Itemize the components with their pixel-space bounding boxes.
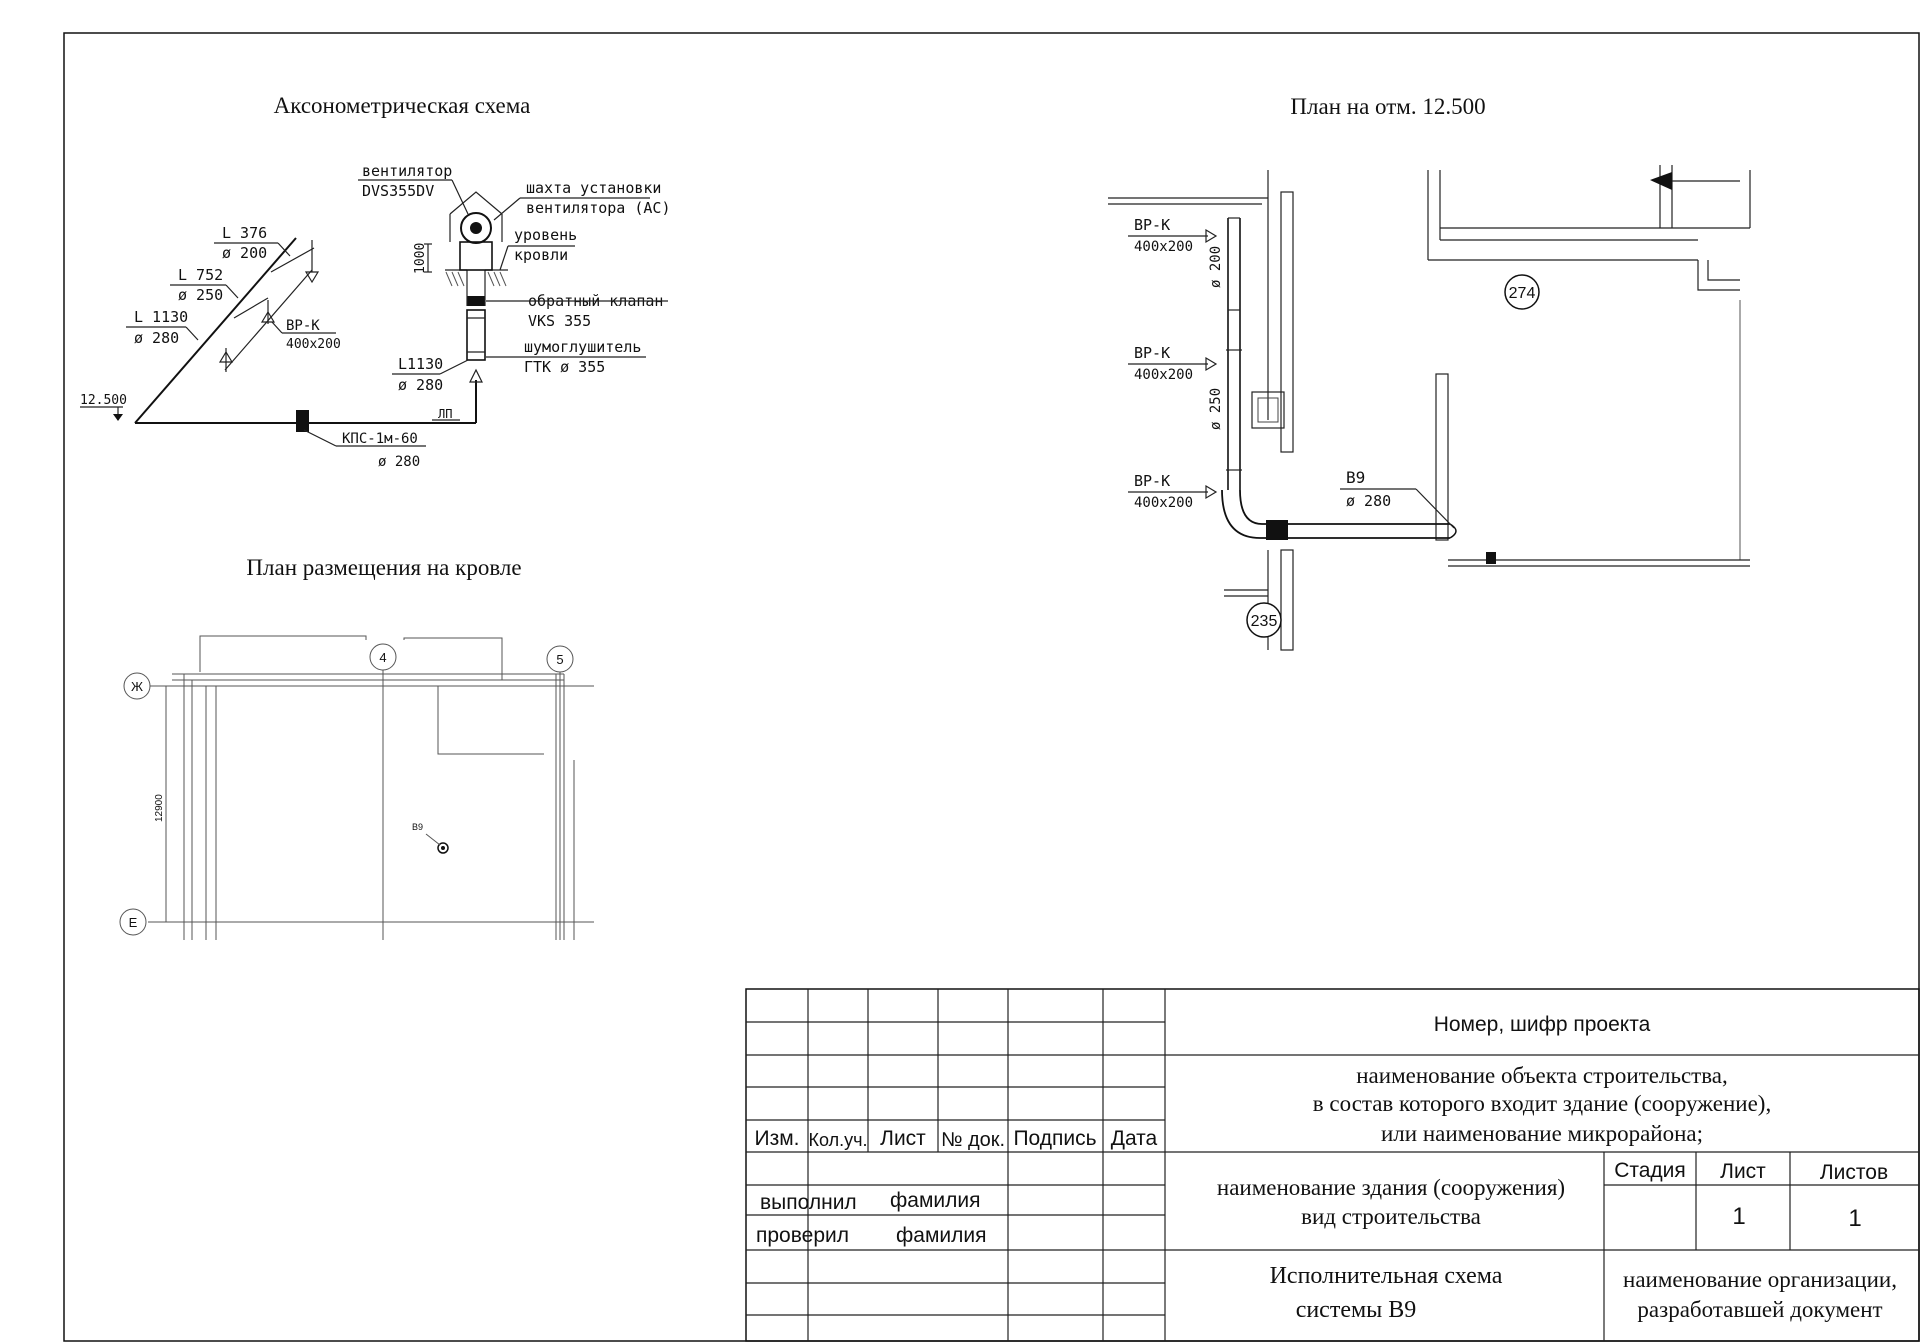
room-number-274: 274 <box>1509 285 1536 302</box>
damper-type: КПС-1м-60 <box>342 431 418 447</box>
segment-l752: L 752 <box>178 266 223 284</box>
axis-bubble-e <box>119 908 147 936</box>
col-date: Дата <box>1111 1127 1158 1150</box>
roof-plan: 12900 4 5 Ж Е В9 <box>119 635 594 940</box>
room-marker-274 <box>1504 274 1540 310</box>
plan-grille-2-type: ВР-К <box>1134 344 1170 362</box>
grille-label-type: ВР-К <box>286 318 320 334</box>
plan-grille-1-type: ВР-К <box>1134 216 1170 234</box>
col-list: Лист <box>880 1127 926 1150</box>
room-number-235: 235 <box>1251 613 1278 630</box>
lp-label: ЛП <box>438 407 452 421</box>
dimension-1000: 1000 <box>413 243 428 274</box>
shaft-label-1: шахта установки <box>526 179 661 197</box>
axis-bubble-zh <box>123 672 151 700</box>
name-performed: фамилия <box>890 1189 980 1212</box>
role-performed: выполнил <box>760 1191 857 1214</box>
plan-duct-d200: ø 200 <box>1208 246 1224 288</box>
building-name: наименование здания (сооружения) <box>1217 1175 1565 1200</box>
fan-label-name: вентилятор <box>362 162 452 180</box>
sheet-header: Лист <box>1720 1160 1766 1183</box>
segment-d200: ø 200 <box>222 244 267 262</box>
sheet-value: 1 <box>1732 1203 1745 1230</box>
axis-label-5: 5 <box>556 652 563 667</box>
elevation-label: 12.500 <box>80 393 127 408</box>
plan-system-label: В9 <box>1346 468 1365 487</box>
drawing-title-1: Исполнительная схема <box>1270 1263 1503 1289</box>
col-doc-number: № док. <box>941 1129 1005 1151</box>
fan-marker <box>437 842 449 854</box>
segment-l376: L 376 <box>222 224 267 242</box>
sheets-value: 1 <box>1848 1205 1861 1232</box>
object-name-2: в состав которого входит здание (сооруже… <box>1313 1091 1771 1116</box>
plan-grille-3-type: ВР-К <box>1134 472 1170 490</box>
axis-bubble-5 <box>546 645 574 673</box>
col-izm: Изм. <box>755 1127 800 1150</box>
sheets-header: Листов <box>1820 1161 1888 1184</box>
segment-l1130: L 1130 <box>134 308 188 326</box>
fan-marker-label: В9 <box>412 822 423 832</box>
grille-label-size: 400x200 <box>286 337 341 352</box>
shaft-label-2: вентилятора (АС) <box>526 199 671 217</box>
col-kol-uch: Кол.уч. <box>809 1130 868 1150</box>
construction-type: вид строительства <box>1301 1204 1481 1229</box>
axis-bubble-4 <box>369 643 397 671</box>
title-block: Изм. Кол.уч. Лист № док. Подпись Дата вы… <box>745 988 1920 1342</box>
project-code: Номер, шифр проекта <box>1434 1013 1651 1036</box>
axis-label-zh: Ж <box>131 679 143 694</box>
silencer-label-1: шумоглушитель <box>524 338 641 356</box>
riser-diameter: ø 280 <box>398 376 443 394</box>
axis-label-e: Е <box>129 915 138 930</box>
plan-title: План на отм. 12.500 <box>1290 94 1485 119</box>
drawing-title-2: системы В9 <box>1296 1297 1417 1323</box>
fire-damper-symbol <box>296 410 309 432</box>
roof-title: План размещения на кровле <box>246 555 521 580</box>
plan-grille-2-size: 400x200 <box>1134 367 1193 383</box>
room-marker-235 <box>1246 602 1282 638</box>
fan-label-model: DVS355DV <box>362 182 434 200</box>
axonometric-scheme: 12.500 L 376 ø 200 L 752 ø 250 L 1130 ø … <box>80 162 671 470</box>
damper-diameter: ø 280 <box>378 454 420 470</box>
segment-d250: ø 250 <box>178 286 223 304</box>
riser-length: L1130 <box>398 355 443 373</box>
fan-symbol <box>460 212 492 244</box>
col-signature: Подпись <box>1013 1127 1096 1150</box>
floor-plan: ВР-К 400x200 ВР-К 400x200 ВР-К 400x200 ø… <box>1108 165 1751 651</box>
silencer-symbol <box>466 309 486 361</box>
plan-duct-d250: ø 250 <box>1208 388 1224 430</box>
organization-2: разработавшей документ <box>1637 1297 1882 1322</box>
role-checked: проверил <box>756 1224 849 1247</box>
plan-damper-symbol <box>1266 520 1288 540</box>
axon-title: Аксонометрическая схема <box>274 93 531 118</box>
roof-level-label-1: уровень <box>514 226 577 244</box>
plan-grille-1-size: 400x200 <box>1134 239 1193 255</box>
axis-label-4: 4 <box>379 650 386 665</box>
name-checked: фамилия <box>896 1224 986 1247</box>
silencer-label-2: ГТК ø 355 <box>524 358 605 376</box>
roof-level-label-2: кровли <box>514 246 568 264</box>
segment-d280: ø 280 <box>134 329 179 347</box>
roof-dimension: 12900 <box>154 794 165 822</box>
stage-header: Стадия <box>1614 1159 1686 1182</box>
check-valve-symbol <box>467 296 485 306</box>
object-name-1: наименование объекта строительства, <box>1356 1063 1727 1088</box>
organization-1: наименование организации, <box>1623 1267 1897 1292</box>
plan-grille-3-size: 400x200 <box>1134 495 1193 511</box>
object-name-3: или наименование микрорайона; <box>1381 1121 1703 1146</box>
check-valve-label-2: VKS 355 <box>528 312 591 330</box>
plan-system-diameter: ø 280 <box>1346 492 1391 510</box>
